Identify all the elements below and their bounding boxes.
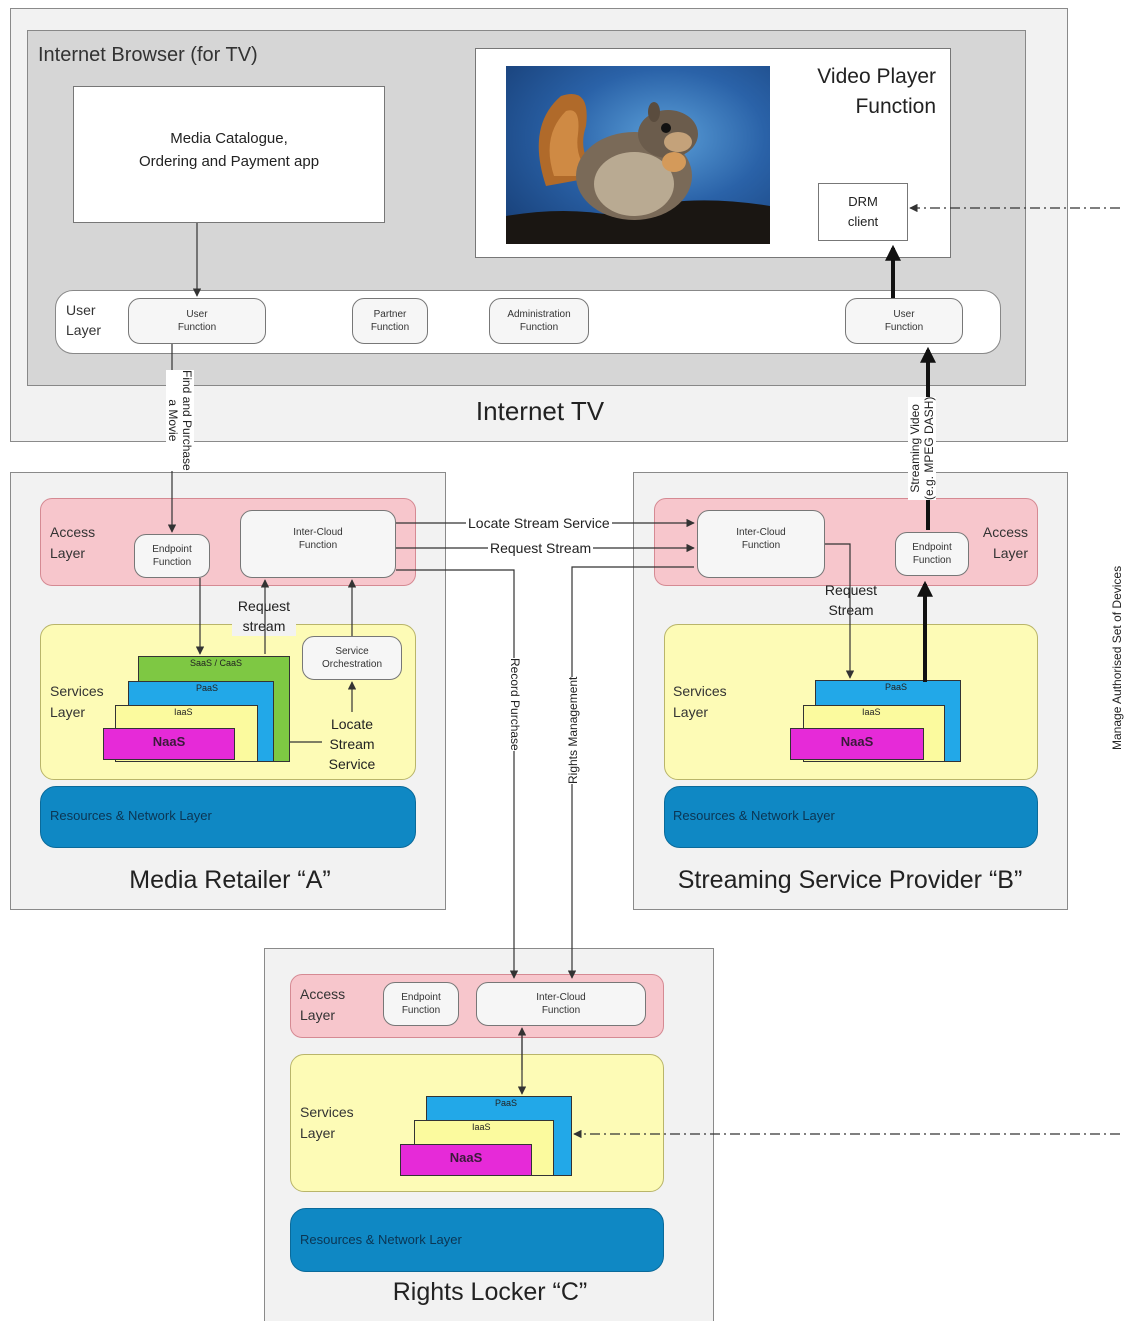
rights-management-label: Rights Management (566, 676, 580, 784)
retailer-inter-cloud-function-label: Inter-Cloud Function (293, 527, 343, 551)
streaming-title: Streaming Service Provider “B” (677, 866, 1023, 894)
locker-title: Rights Locker “C” (392, 1278, 588, 1306)
drm-client-box[interactable]: DRM client (818, 183, 908, 241)
retailer-saas-label: SaaS / CaaS (190, 658, 243, 668)
catalogue-app-label: Media Catalogue, Ordering and Payment ap… (138, 129, 320, 170)
administration-function[interactable]: Administration Function (489, 298, 589, 344)
streaming-resources-layer (664, 786, 1038, 848)
manage-devices-label: Manage Authorised Set of Devices (1110, 565, 1124, 750)
user-function-2[interactable]: User Function (845, 298, 963, 344)
record-purchase-line (396, 569, 519, 979)
retailer-access-layer-label: Access Layer (50, 524, 96, 561)
locker-inter-cloud-function-label: Inter-Cloud Function (536, 992, 586, 1016)
locker-resources-layer-label: Resources & Network Layer (300, 1232, 462, 1247)
internet-tv-title: Internet TV (475, 396, 605, 426)
request-stream-label: Request Stream (488, 540, 594, 556)
user-function-1-label: User Function (177, 309, 217, 333)
locker-paas-label: PaaS (495, 1098, 518, 1108)
retailer-endpoint-function-label: Endpoint Function (152, 544, 192, 568)
locker-iaas-label: IaaS (472, 1122, 491, 1132)
locker-endpoint-function-label: Endpoint Function (401, 992, 441, 1016)
locker-naas-box: NaaS (400, 1144, 532, 1176)
locate-stream-service-label: Locate Stream Service (466, 515, 612, 531)
streaming-inter-cloud-function[interactable]: Inter-Cloud Function (697, 510, 825, 578)
video-player-title: Video Player Function (817, 65, 936, 118)
drm-client-label: DRM client (847, 194, 879, 229)
retailer-title: Media Retailer “A” (129, 866, 331, 894)
streaming-iaas-label: IaaS (862, 707, 881, 717)
streaming-request-stream-line (825, 543, 855, 679)
partner-function[interactable]: Partner Function (352, 298, 428, 344)
catalogue-app-box[interactable]: Media Catalogue, Ordering and Payment ap… (73, 86, 385, 223)
retailer-resources-layer (40, 786, 416, 848)
retailer-inter-cloud-function[interactable]: Inter-Cloud Function (240, 510, 396, 578)
retailer-paas-label: PaaS (196, 683, 219, 693)
streaming-paas-label: PaaS (885, 682, 908, 692)
locker-naas-label: NaaS (449, 1150, 483, 1165)
locker-endpoint-function[interactable]: Endpoint Function (383, 982, 459, 1026)
retailer-naas-box: NaaS (103, 728, 235, 760)
user-function-1[interactable]: User Function (128, 298, 266, 344)
user-layer-label: User Layer (66, 302, 102, 338)
record-purchase-label: Record Purchase (508, 658, 522, 751)
locker-services-layer-label: Services Layer (300, 1104, 354, 1141)
retailer-service-orchestration-label: Service Orchestration (321, 646, 383, 670)
retailer-endpoint-function[interactable]: Endpoint Function (134, 534, 210, 578)
retailer-services-layer-label: Services Layer (50, 683, 104, 720)
streaming-naas-label: NaaS (840, 734, 874, 749)
retailer-locate-stream-label: Locate Stream Service (328, 716, 376, 772)
streaming-endpoint-function-label: Endpoint Function (912, 542, 952, 566)
retailer-iaas-label: IaaS (174, 707, 193, 717)
streaming-endpoint-function[interactable]: Endpoint Function (895, 532, 969, 576)
partner-function-label: Partner Function (370, 309, 410, 333)
squirrel-image (506, 66, 770, 244)
streaming-services-layer-label: Services Layer (673, 683, 727, 720)
locker-inter-cloud-function[interactable]: Inter-Cloud Function (476, 982, 646, 1026)
streaming-naas-box: NaaS (790, 728, 924, 760)
locker-resources-layer (290, 1208, 664, 1272)
administration-function-label: Administration Function (507, 309, 571, 333)
streaming-resources-layer-label: Resources & Network Layer (673, 808, 835, 823)
locker-access-layer-label: Access Layer (300, 986, 346, 1023)
streaming-access-layer-label: Access Layer (982, 524, 1028, 561)
retailer-resources-layer-label: Resources & Network Layer (50, 808, 212, 823)
retailer-request-stream-label: Request stream (232, 596, 296, 636)
streaming-request-stream-label: Request Stream (824, 582, 878, 618)
streaming-inter-cloud-function-label: Inter-Cloud Function (736, 527, 786, 551)
browser-title: Internet Browser (for TV) (38, 44, 258, 66)
streaming-video-label: Streaming Video (e.g. MPEG DASH) (908, 396, 936, 500)
user-function-2-label: User Function (884, 309, 924, 333)
find-purchase-label: Find and Purchase a Movie (166, 370, 194, 471)
retailer-naas-label: NaaS (152, 734, 186, 749)
rights-management-line (567, 566, 694, 979)
retailer-service-orchestration[interactable]: Service Orchestration (302, 636, 402, 680)
